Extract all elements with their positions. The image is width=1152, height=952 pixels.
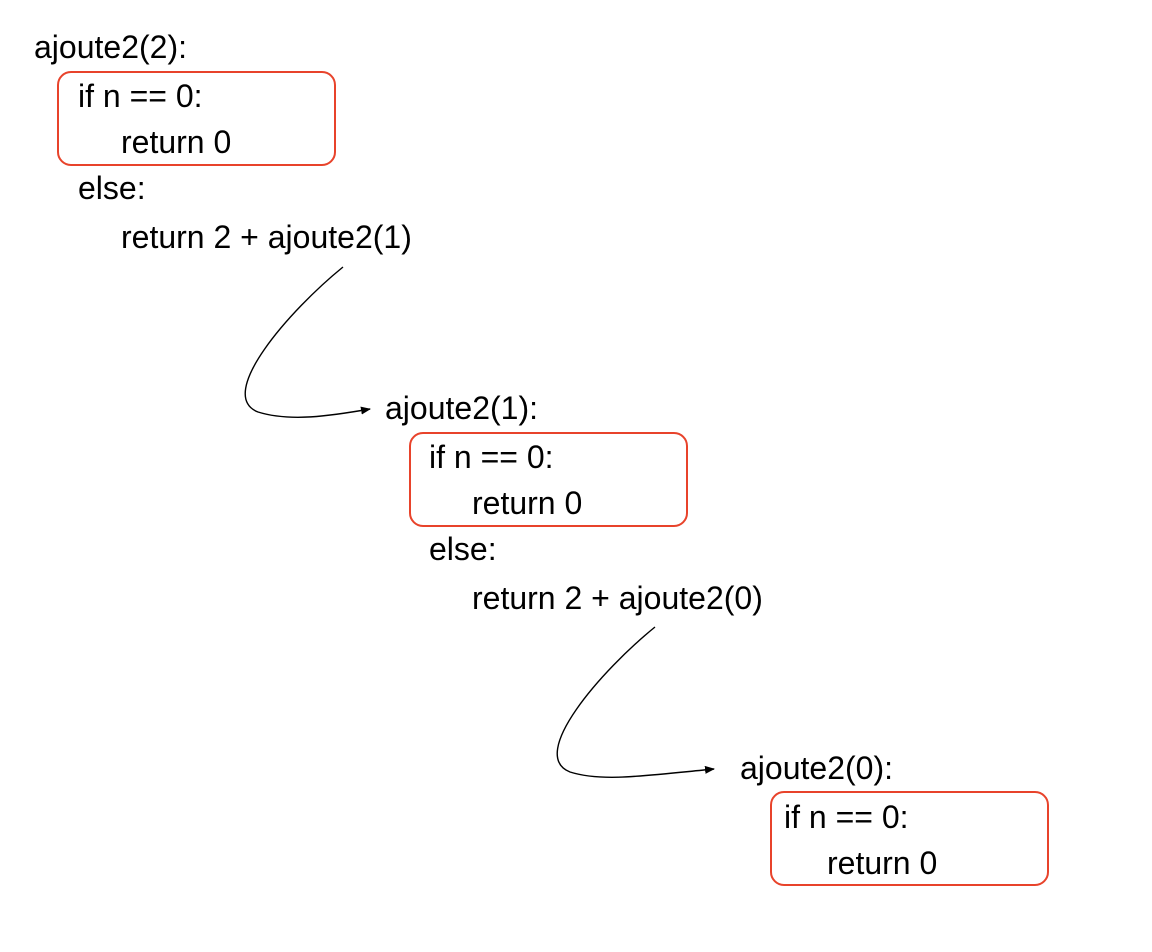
base-case-highlight <box>57 71 336 166</box>
arrow-call-1 <box>244 266 371 418</box>
if-line: if n == 0: <box>429 439 554 475</box>
call-header: ajoute2(1): <box>385 390 538 426</box>
base-case-highlight <box>770 791 1049 886</box>
base-return-line: return 0 <box>827 845 938 881</box>
recursive-return-line: return 2 + ajoute2(1) <box>121 219 412 255</box>
base-return-line: return 0 <box>472 485 583 521</box>
else-line: else: <box>429 531 497 567</box>
arrow-call-2 <box>556 626 715 778</box>
call-header: ajoute2(2): <box>34 29 187 65</box>
base-return-line: return 0 <box>121 124 232 160</box>
recursive-return-line: return 2 + ajoute2(0) <box>472 580 763 616</box>
if-line: if n == 0: <box>784 799 909 835</box>
base-case-highlight <box>409 432 688 527</box>
call-header: ajoute2(0): <box>740 750 893 786</box>
else-line: else: <box>78 170 146 206</box>
if-line: if n == 0: <box>78 78 203 114</box>
